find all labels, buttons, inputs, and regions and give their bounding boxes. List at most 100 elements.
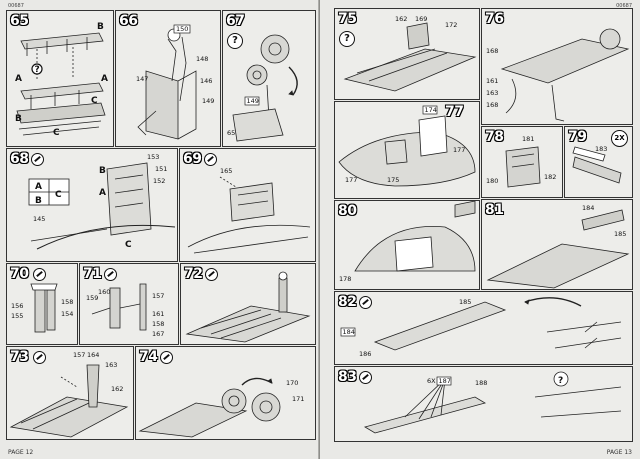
part-label: 163 [486,89,498,97]
part-label: 174 [425,106,437,114]
part-label: 65 [227,129,235,137]
glue-icon [33,268,46,281]
part-label: 159 [86,294,98,302]
part-label: 168 [486,101,498,109]
question-mark: ? [35,65,40,75]
step-number: 68 [10,151,29,167]
step-71-drawing: 159 160 157 161 158 167 [86,283,164,338]
part-label: 180 [486,177,498,185]
part-label: 177 [453,146,465,154]
part-label: 149 [202,97,214,105]
step-82-drawing: 185 184 186 [340,297,622,358]
part-label: B [35,196,42,206]
part-label: 186 [359,350,371,358]
step-68-drawing: A B C 145 153 151 152 B A C [28,153,176,250]
step-82: 185 184 186 82 [334,291,633,365]
part-label: 182 [544,173,556,181]
part-label: 164 [87,351,99,359]
part-label: 157 [152,292,164,300]
glue-icon [359,296,372,309]
part-label: C [125,240,132,250]
part-label: 177 [345,176,357,184]
page-code: 00687 [616,3,632,9]
glue-icon [104,268,117,281]
part-label: 181 [522,135,534,143]
part-label: 171 [292,395,304,403]
part-label: 178 [339,275,351,283]
step-65-drawing: ? B A C A B C [15,22,108,138]
part-label: 163 [105,361,117,369]
page-code: 00687 [8,3,24,9]
part-label: 150 [176,25,188,33]
page-footer: PAGE 13 [606,449,632,456]
part-label: 6X [427,377,436,385]
step-71: 159 160 157 161 158 167 71 [79,263,179,345]
step-number: 77 [445,104,464,120]
question-icon: ? [227,33,243,49]
instruction-page-right: 00687 162 169 172 75 ? 168 161 16 [320,0,640,459]
question-mark: ? [558,376,563,386]
step-number: 79 [568,129,587,145]
part-label: 185 [614,230,626,238]
part-label: 158 [61,298,73,306]
step-number: 83 [338,369,357,385]
step-65-part-c: C [91,96,98,106]
step-78: 181 180 182 78 [481,126,563,198]
part-label: 147 [136,75,148,83]
step-70-drawing: 156 155 158 154 [11,283,73,333]
part-label: 175 [387,176,399,184]
question-icon: ? [339,31,355,47]
step-number: 82 [338,294,357,310]
page-footer: PAGE 12 [8,449,34,456]
glue-icon [204,153,217,166]
step-77-drawing: 174 177 177 175 [338,105,476,187]
step-77: 174 177 177 175 77 [334,101,480,199]
part-label: 183 [595,145,607,153]
step-70: 156 155 158 154 70 [6,263,78,345]
part-label: 145 [33,215,45,223]
quantity-badge: 2X [611,130,628,147]
part-label: 167 [152,330,164,338]
step-65-part-a: A [101,74,108,84]
part-label: 188 [475,379,487,387]
part-label: 170 [286,379,298,387]
step-79: 183 79 2X [564,126,633,198]
step-65-part-b-top: B [97,22,104,32]
step-65-part-b-left: B [15,114,22,124]
step-73-drawing: 157 164 163 162 [9,351,129,438]
part-label: 160 [98,288,110,296]
instruction-page-left: 00687 ? B A C A B C 65 [0,0,320,459]
step-83: ? 6X 187 188 83 [334,366,633,442]
part-label: 162 [395,15,407,23]
part-label: A [99,188,106,198]
part-label: 154 [61,310,73,318]
step-66: 150 147 146 148 149 66 [115,10,221,147]
step-number: 76 [485,11,504,27]
step-number: 69 [183,151,202,167]
step-76: 168 161 163 168 76 [481,8,633,125]
part-label: 161 [152,310,164,318]
step-75-drawing: 162 169 172 [343,15,477,92]
step-number: 78 [485,129,504,145]
part-label: 153 [147,153,159,161]
part-label: 152 [153,177,165,185]
step-81: 184 185 81 [481,199,633,290]
step-79-drawing: 183 [572,145,622,184]
glue-icon [33,351,46,364]
glue-icon [31,153,44,166]
step-72-drawing [185,271,311,343]
step-number: 70 [10,266,29,282]
step-67: 149 65 67 ? [222,10,316,147]
step-66-drawing: 150 147 146 148 149 [136,24,214,140]
part-label: 168 [486,47,498,55]
part-label: 146 [200,77,212,85]
part-label: 185 [459,298,471,306]
step-65: ? B A C A B C 65 [6,10,114,147]
step-number: 71 [83,266,102,282]
part-label: 162 [111,385,123,393]
part-label: 184 [582,204,594,212]
glue-icon [160,351,173,364]
step-75: 162 169 172 75 ? [334,8,480,100]
part-label: 156 [11,302,23,310]
part-label: B [99,166,106,176]
